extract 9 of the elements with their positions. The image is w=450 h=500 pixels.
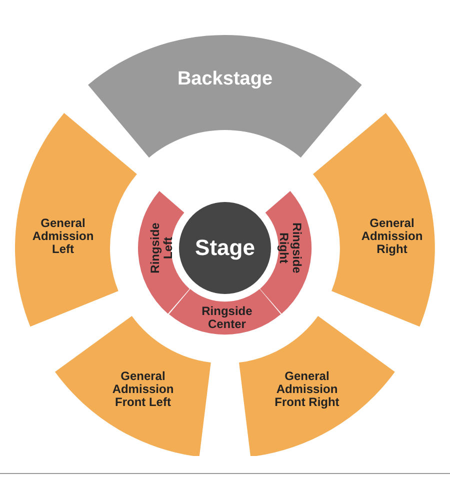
section-label: General Admission Right	[360, 217, 424, 257]
section-label: Stage	[194, 236, 256, 260]
section-label: General Admission Front Left	[111, 370, 175, 410]
section-label: Ringside Left	[148, 222, 176, 276]
section-label: Ringside Right	[276, 222, 304, 276]
section-label: General Admission Left	[31, 217, 95, 257]
section-label: Backstage	[176, 70, 274, 90]
section-label: General Admission Front Right	[274, 370, 340, 410]
section-label: Ringside Center	[200, 304, 254, 332]
